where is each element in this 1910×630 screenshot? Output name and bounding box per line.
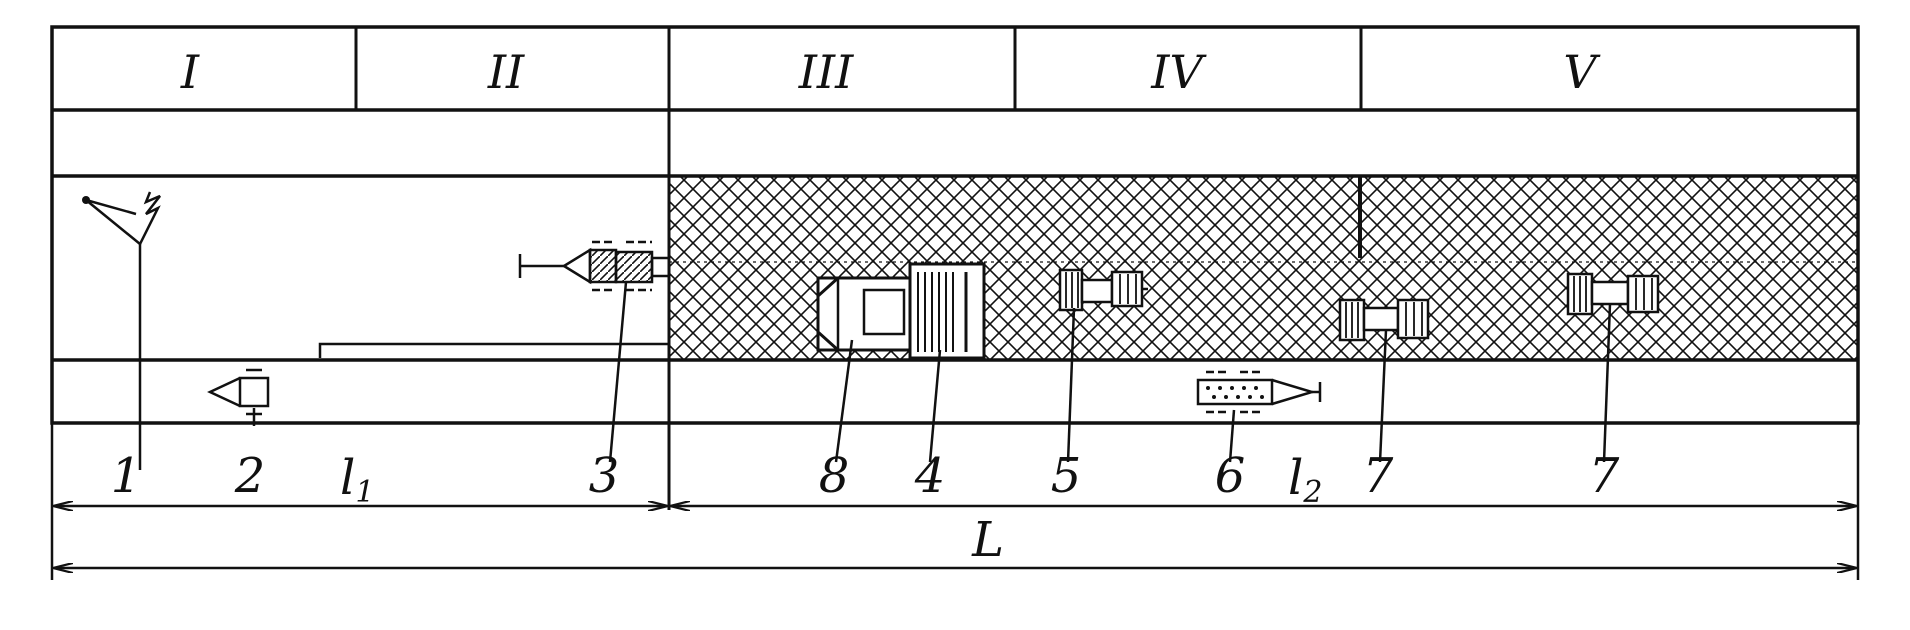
equipment-1-mast xyxy=(82,191,161,470)
leader-8 xyxy=(834,339,854,463)
equipment-8-loader xyxy=(816,276,912,352)
dim-label-l2: l2 xyxy=(1288,450,1322,510)
callout-7a: 7 xyxy=(1363,448,1394,504)
dim-label-l1: l1 xyxy=(340,450,374,510)
callout-8: 8 xyxy=(819,448,850,504)
dim-l2-letter: l xyxy=(1288,450,1303,506)
zone-label-3: III xyxy=(798,45,854,99)
callout-2: 2 xyxy=(234,448,266,504)
leader-5 xyxy=(1066,307,1076,463)
callout-6: 6 xyxy=(1215,448,1246,504)
zone-label-4: IV xyxy=(1150,45,1207,99)
leader-3 xyxy=(608,281,628,463)
leader-4 xyxy=(928,349,942,463)
leader-7b xyxy=(1602,303,1612,463)
leader-7a xyxy=(1378,329,1388,463)
equipment-2 xyxy=(207,368,270,426)
equipment-3-drill xyxy=(518,240,671,292)
callout-7b: 7 xyxy=(1589,448,1620,504)
equipment-7a xyxy=(1338,298,1430,342)
callout-4: 4 xyxy=(914,448,946,504)
dim-l2-subscript: 2 xyxy=(1302,475,1322,510)
equipment-4 xyxy=(908,262,986,360)
callout-1: 1 xyxy=(111,448,142,504)
callout-5: 5 xyxy=(1051,448,1082,504)
zone-label-2: II xyxy=(487,45,525,99)
equipment-5 xyxy=(1058,268,1148,312)
zone-label-1: I xyxy=(180,45,200,99)
dim-label-total: L xyxy=(971,512,1004,568)
equipment-7b xyxy=(1566,272,1660,316)
zone-label-5: V xyxy=(1563,45,1601,99)
dim-l1-subscript: 1 xyxy=(355,475,374,510)
rail-ramp xyxy=(318,342,669,358)
callout-3: 3 xyxy=(589,448,620,504)
dim-l1-letter: l xyxy=(340,450,355,506)
equipment-6 xyxy=(1196,370,1322,414)
leader-6 xyxy=(1228,409,1236,463)
